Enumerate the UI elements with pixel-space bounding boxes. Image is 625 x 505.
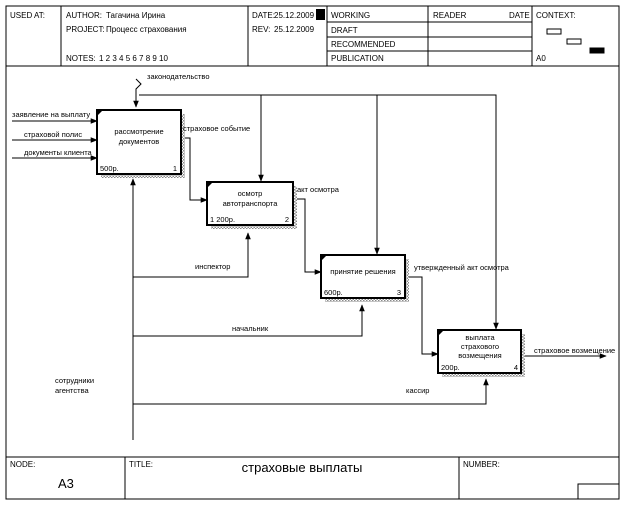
label-control-legislation: законодательство — [147, 72, 210, 81]
label-approved-act: утвержденный акт осмотра — [414, 263, 510, 272]
used-at-label: USED AT: — [10, 11, 45, 20]
box-4-title-line-1: выплата — [465, 333, 495, 342]
arrow-control-legislation — [133, 78, 142, 108]
header-block: USED AT: AUTHOR: Тагачина Ирина PROJECT:… — [6, 6, 619, 67]
rev-label: REV: — [252, 25, 270, 34]
title-label: TITLE: — [129, 460, 153, 469]
label-input-documents: документы клиента — [24, 148, 93, 157]
activity-box-3[interactable]: принятие решения 600р. 3 — [320, 254, 409, 302]
context-box-3-active — [589, 47, 605, 54]
label-input-application: заявление на выплату — [12, 110, 90, 119]
label-mechanism-inspector: инспектор — [195, 262, 230, 271]
box-2-title-line-2: автотранспорта — [223, 199, 279, 208]
box-4-title-line-3: возмещения — [458, 351, 501, 360]
status-publication: PUBLICATION — [331, 54, 384, 63]
arrows — [12, 78, 607, 440]
node-label: NODE: — [10, 460, 35, 469]
author-label: AUTHOR: — [66, 11, 102, 20]
date-label: DATE: — [252, 11, 275, 20]
date-value: 25.12.2009 — [274, 11, 315, 20]
box-3-number: 3 — [397, 288, 401, 297]
label-mechanism-staff-line-2: агентства — [55, 386, 89, 395]
label-mechanism-staff-line-1: сотрудники — [55, 376, 94, 385]
label-mechanism-chief: начальник — [232, 324, 269, 333]
diagram-title: страховые выплаты — [242, 460, 363, 475]
box-2-number: 2 — [285, 215, 289, 224]
rev-value: 25.12.2009 — [274, 25, 315, 34]
project-value: Процесс страхования — [106, 25, 187, 34]
activity-box-1[interactable]: рассмотрение документов 500р. 1 — [96, 109, 185, 178]
node-value: A3 — [58, 476, 74, 491]
reader-date-label: DATE — [509, 11, 530, 20]
context-box-1 — [546, 28, 562, 35]
author-value: Тагачина Ирина — [106, 11, 166, 20]
footer-small-box — [577, 483, 620, 500]
box-1-number: 1 — [173, 164, 177, 173]
arrow-inspection-act — [293, 198, 322, 275]
number-label: NUMBER: — [463, 460, 500, 469]
arrow-approved-act — [405, 276, 439, 357]
context-label: CONTEXT: — [536, 11, 576, 20]
box-4-cost: 200р. — [441, 363, 460, 372]
footer-block: NODE: A3 TITLE: страховые выплаты NUMBER… — [6, 456, 620, 500]
notes-numbers: 1 2 3 4 5 6 7 8 9 10 — [99, 54, 168, 63]
arrow-mechanism-chief — [133, 304, 365, 337]
project-label: PROJECT: — [66, 25, 105, 34]
status-working: WORKING — [331, 11, 370, 20]
reader-label: READER — [433, 11, 467, 20]
context-node: A0 — [536, 54, 546, 63]
arrow-mechanism-cashier — [133, 378, 489, 405]
notes-label: NOTES: — [66, 54, 96, 63]
box-3-title-line-1: принятие решения — [330, 267, 395, 276]
label-mechanism-cashier: кассир — [406, 386, 429, 395]
activity-box-4[interactable]: выплата страхового возмещения 200р. 4 — [437, 329, 525, 377]
label-inspection-act: акт осмотра — [297, 185, 340, 194]
box-3-cost: 600р. — [324, 288, 343, 297]
working-marker — [316, 9, 325, 20]
status-recommended: RECOMMENDED — [331, 40, 396, 49]
label-insured-event: страховое событие — [183, 124, 250, 133]
box-4-number: 4 — [514, 363, 518, 372]
box-2-cost: 1 200р. — [210, 215, 235, 224]
frame-border — [5, 5, 620, 500]
box-4-title-line-2: страхового — [461, 342, 499, 351]
box-2-title-line-1: осмотр — [238, 189, 263, 198]
box-1-cost: 500р. — [100, 164, 119, 173]
arrow-control-box4 — [139, 94, 499, 330]
activity-box-2[interactable]: осмотр автотранспорта 1 200р. 2 — [206, 181, 297, 229]
status-draft: DRAFT — [331, 26, 358, 35]
context-box-2 — [566, 38, 582, 45]
box-1-title-line-2: документов — [119, 137, 160, 146]
arrow-mechanism-inspector — [133, 232, 251, 278]
label-output-payout: страховое возмещение — [534, 346, 615, 355]
label-input-policy: страховой полис — [24, 130, 82, 139]
arrow-labels: заявление на выплату страховой полис док… — [12, 72, 615, 395]
box-1-title-line-1: рассмотрение — [114, 127, 163, 136]
